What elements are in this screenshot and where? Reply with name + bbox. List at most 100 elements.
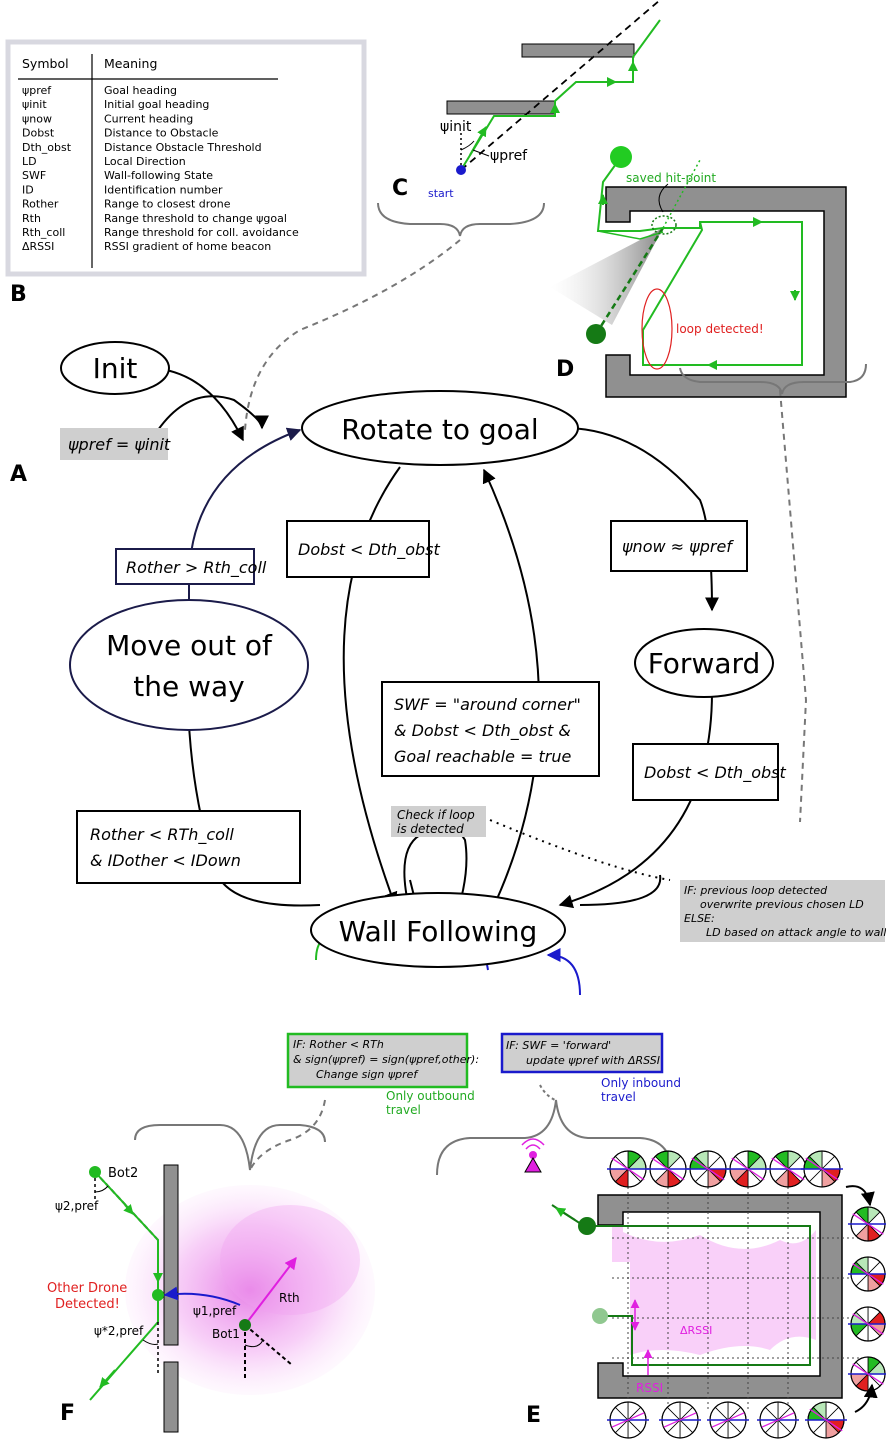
rth-arrow — [244, 1257, 297, 1326]
label-init-assign-text: ψpref = ψinit — [68, 435, 171, 454]
label-ld: IF: previous loop detected overwrite pre… — [680, 880, 886, 942]
wheel-gradient — [761, 1412, 795, 1428]
state-forward-label: Forward — [648, 647, 761, 680]
wheel-gradient — [852, 1213, 884, 1235]
label-dobst-1-box — [286, 520, 430, 578]
direction-wheel — [767, 1150, 809, 1188]
bot1-pref-line — [244, 1324, 293, 1366]
label-out-note-1: Only outbound — [386, 1089, 475, 1103]
direction-wheel — [727, 1150, 769, 1188]
state-init-shape — [60, 341, 170, 395]
other-drone-label-2: Detected! — [55, 1297, 120, 1312]
delta-rssi-label: ΔRSSI — [680, 1324, 712, 1337]
path-e-arrow — [555, 1207, 576, 1221]
state-forward[interactable]: Forward — [634, 628, 774, 698]
wall-d — [605, 186, 847, 398]
legend-meaning: Goal heading — [104, 84, 177, 97]
brace-f — [134, 1124, 326, 1171]
rth-label: Rth — [279, 1291, 300, 1305]
wheel-gradient — [711, 1412, 745, 1428]
panel-f: Bot2 ψ2,pref Other Drone Detected! ψ1,pr… — [47, 1164, 375, 1433]
label-in-1: IF: SWF = 'forward' — [506, 1039, 611, 1052]
beacon-icon — [521, 1138, 545, 1173]
path-c-arrow-1 — [469, 126, 487, 156]
psi-init-label: ψinit — [440, 119, 472, 135]
wheel-gradient — [852, 1263, 884, 1285]
wheel-gradient — [691, 1157, 725, 1181]
wheel-gradient — [852, 1363, 884, 1385]
state-move-label-1: Move out of — [106, 629, 273, 662]
state-forward-shape — [634, 628, 774, 698]
bot1-angle-arc — [244, 1339, 264, 1348]
state-wall-shape — [310, 892, 566, 968]
label-rother-gt-text: Rother > Rth_coll — [126, 558, 267, 578]
label-rother-lt-1: Rother < RTh_coll — [90, 825, 234, 845]
label-out-2: & sign(ψpref) = sign(ψpref,other): — [293, 1053, 479, 1066]
wall-f-lower — [163, 1361, 179, 1433]
label-out-note-2: travel — [386, 1103, 421, 1117]
panel-c: ψinit ψpref start C — [377, 0, 661, 237]
connector-d-to-ld — [779, 389, 808, 823]
panel-d: saved hit-point loop detected! D — [550, 146, 867, 398]
e-gridlines — [612, 1182, 872, 1410]
legend-symbol: LD — [22, 155, 37, 168]
loop-ellipse — [641, 288, 673, 370]
label-around-3: Goal reachable = true — [394, 747, 572, 766]
state-wall-label: Wall Following — [339, 915, 538, 948]
wheel-arrow-bottom — [854, 1383, 878, 1413]
bot2-path-arrow-1 — [99, 1369, 116, 1388]
legend-meaning: Distance Obstacle Threshold — [104, 141, 262, 154]
direction-wheel — [607, 1150, 649, 1188]
edge-forward-wall — [558, 691, 713, 909]
panel-label-c: C — [392, 176, 408, 201]
direction-wheel — [757, 1401, 799, 1439]
direction-wheel — [848, 1306, 886, 1342]
hit-point-ray — [594, 227, 665, 335]
label-check-loop: Check if loop is detected — [391, 806, 486, 837]
state-wall-following[interactable]: Wall Following — [310, 892, 566, 968]
label-dobst-2-text: Dobst < Dth_obst — [644, 763, 786, 783]
legend-symbol: Rth_coll — [22, 226, 65, 239]
wheel-gradient — [731, 1157, 765, 1181]
label-psi-now-box — [610, 520, 748, 572]
rssi-field — [612, 1225, 816, 1355]
panel-label-f: F — [60, 1401, 75, 1426]
label-check-loop-1: Check if loop — [397, 808, 475, 822]
goal-point-d — [610, 146, 632, 168]
legend-symbol: Rth — [22, 212, 41, 225]
drone-e-in — [592, 1308, 608, 1324]
signal-field — [125, 1185, 375, 1395]
edge-ld-hook — [579, 874, 662, 906]
legend-meaning: Wall-following State — [104, 169, 213, 182]
legend-meaning: Distance to Obstacle — [104, 127, 219, 140]
legend-symbol: ID — [22, 183, 34, 196]
legend-symbol: SWF — [22, 169, 46, 182]
state-rotate-to-goal[interactable]: Rotate to goal — [301, 390, 579, 466]
panel-label-a: A — [10, 462, 27, 487]
wheel-gradient — [809, 1408, 843, 1432]
wheel-gradient — [805, 1157, 839, 1181]
direction-wheel — [848, 1356, 886, 1392]
state-init[interactable]: Init — [60, 341, 170, 395]
label-around-corner: SWF = "around corner" & Dobst < Dth_obst… — [381, 681, 600, 777]
legend-symbol: ψinit — [22, 98, 47, 111]
psi1-pref-label: ψ1,pref — [193, 1304, 237, 1318]
label-ld-4: LD based on attack angle to wall — [706, 926, 886, 939]
connector-out-to-f — [249, 1099, 326, 1171]
state-move-shape — [69, 599, 309, 731]
label-out-1: IF: Rother < RTh — [293, 1038, 384, 1051]
legend-meaning: Range threshold to change ψgoal — [104, 212, 287, 225]
label-outbound: IF: Rother < RTh & sign(ψpref) = sign(ψp… — [286, 1032, 479, 1089]
state-move-label-2: the way — [133, 670, 244, 703]
wheel-gradient — [611, 1412, 645, 1428]
edge-rotate-forward — [567, 427, 719, 612]
direction-wheel — [707, 1401, 749, 1439]
legend-meaning: Current heading — [104, 112, 193, 125]
direction-wheels — [607, 1150, 886, 1439]
legend-meaning: Initial goal heading — [104, 98, 209, 111]
label-dobst-1: Dobst < Dth_obst — [286, 520, 440, 578]
direction-wheel — [805, 1401, 847, 1439]
brace-d — [679, 363, 867, 395]
state-move-out-of-the-way[interactable]: Move out of the way — [69, 599, 309, 731]
